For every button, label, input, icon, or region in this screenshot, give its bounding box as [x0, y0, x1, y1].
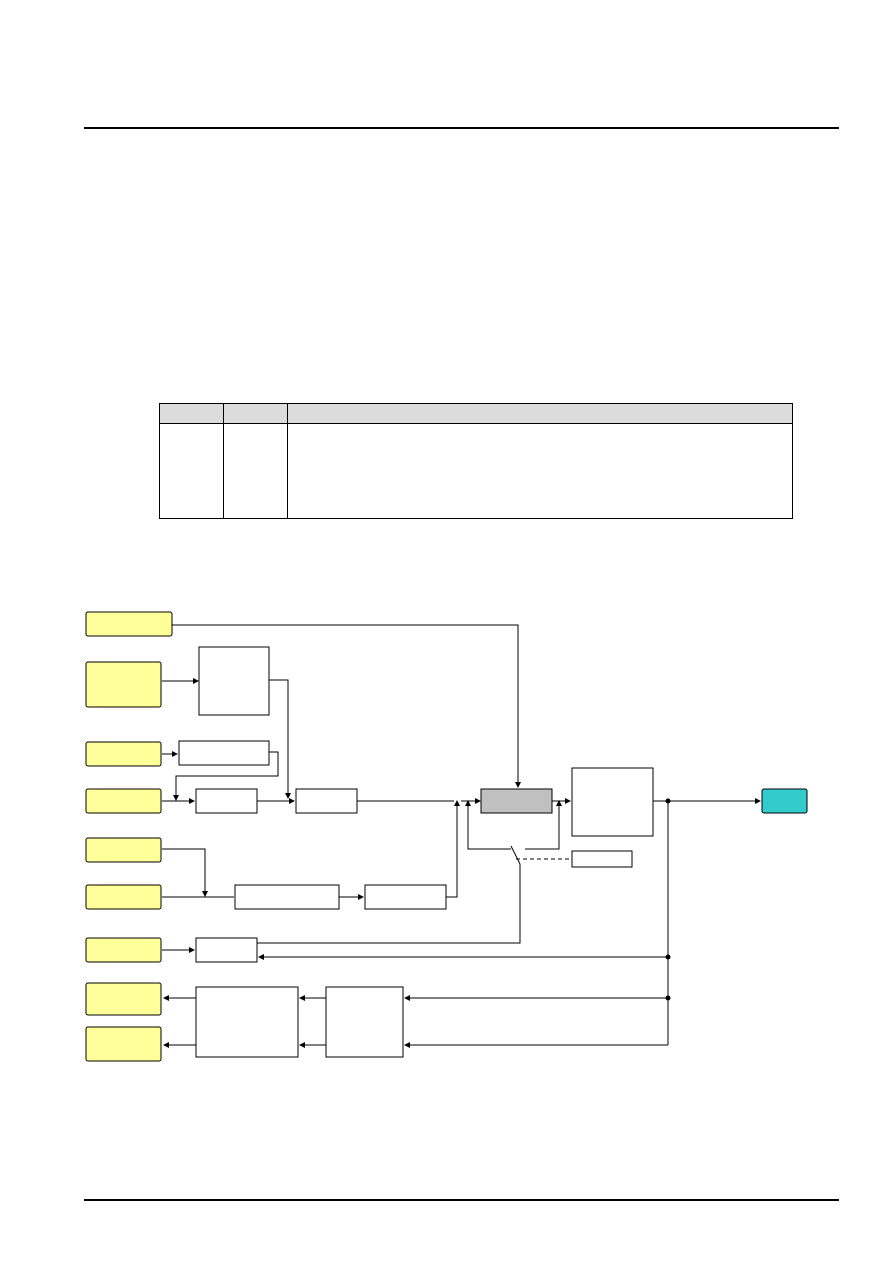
output-block	[85, 982, 162, 1016]
input-block	[85, 788, 162, 814]
input-blocks	[85, 611, 173, 1062]
process-block	[295, 788, 358, 814]
output-block	[85, 1026, 162, 1062]
spec-table-header	[159, 403, 224, 424]
connector	[510, 845, 521, 865]
process-block	[195, 788, 258, 814]
spec-table	[159, 403, 793, 519]
connector	[162, 848, 208, 897]
junction-dot	[665, 798, 671, 804]
spec-table-header-row	[159, 403, 793, 424]
input-block	[85, 884, 162, 910]
input-block	[85, 937, 162, 963]
input-block	[85, 611, 173, 637]
junction-dot	[665, 995, 671, 1001]
process-block	[364, 884, 447, 910]
connector	[446, 800, 460, 898]
table-row	[159, 423, 793, 519]
connector	[172, 624, 521, 788]
process-block	[195, 986, 299, 1058]
process-block	[178, 740, 270, 766]
input-block	[85, 661, 162, 708]
process-block	[325, 986, 404, 1058]
input-block	[85, 837, 162, 863]
footer-rule	[84, 1199, 839, 1201]
process-block	[571, 850, 633, 868]
process-block	[571, 767, 654, 837]
junction-dots	[665, 798, 671, 1001]
connector	[269, 679, 291, 799]
connection-lines	[162, 624, 761, 1048]
connector	[257, 864, 521, 944]
processing-blocks	[178, 646, 808, 1058]
input-block	[85, 741, 162, 767]
process-block	[195, 937, 258, 963]
block-diagram	[85, 611, 808, 1062]
spec-table-header	[287, 403, 793, 424]
spec-table-header	[223, 403, 288, 424]
connector	[525, 800, 562, 850]
connector	[465, 800, 511, 850]
table-cell	[159, 423, 224, 519]
junction-dot	[665, 954, 671, 960]
process-block	[234, 884, 340, 910]
core-block	[480, 788, 553, 814]
connector	[173, 751, 279, 801]
table-cell	[223, 423, 288, 519]
table-cell	[287, 423, 793, 519]
output-block	[761, 788, 808, 814]
process-block	[198, 646, 270, 716]
header-rule	[84, 127, 839, 129]
